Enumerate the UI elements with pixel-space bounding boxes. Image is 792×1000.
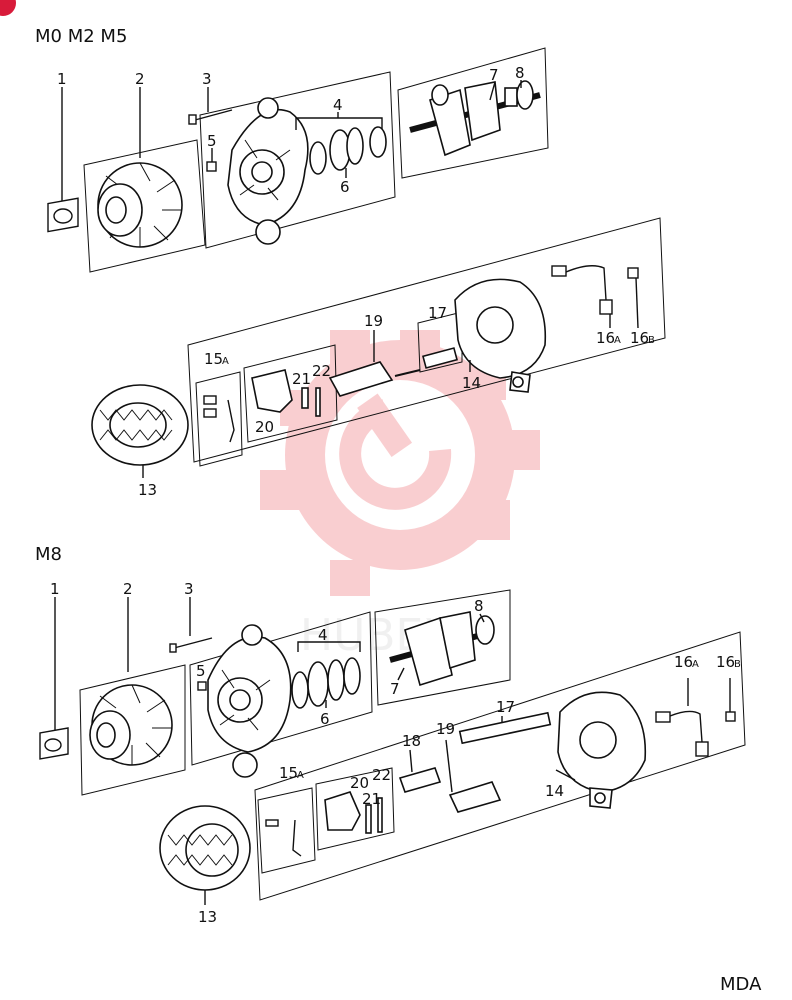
lower-leader-14 — [555, 769, 576, 781]
lower-label-16a: 16 — [674, 653, 693, 671]
upper-label-16b: 16 — [630, 329, 649, 347]
lower-label-4: 4 — [318, 626, 328, 644]
lower-part-20-brush-holder — [324, 791, 383, 834]
upper-label-22: 22 — [312, 362, 331, 380]
lower-label-7: 7 — [390, 680, 400, 698]
lower-leader-8 — [479, 613, 485, 623]
lower-label-5: 5 — [196, 662, 206, 680]
upper-label-5: 5 — [207, 132, 217, 150]
upper-front-housing — [227, 97, 309, 245]
lower-front-housing — [207, 624, 292, 778]
lower-part-17-plate — [458, 711, 552, 745]
upper-part-13-stator — [91, 384, 189, 466]
upper-label-16a: 16 — [596, 329, 615, 347]
lower-label-21: 21 — [362, 790, 381, 808]
lower-label-15-sub: A — [297, 770, 304, 781]
corner-badge — [0, 0, 16, 16]
upper-part-15a-screws — [203, 395, 235, 443]
lower-part-14-rear-housing — [557, 691, 647, 809]
upper-part-20-brush-holder — [251, 369, 321, 417]
upper-panels — [83, 47, 666, 467]
lower-label-6: 6 — [320, 710, 330, 728]
upper-label-17: 17 — [428, 304, 447, 322]
upper-part-3-bolt — [188, 87, 233, 125]
upper-label-14: 14 — [462, 374, 481, 392]
lower-label-16b: 16 — [716, 653, 735, 671]
diagram-code: MDA — [720, 974, 762, 995]
upper-label-16b-sub: B — [648, 335, 655, 346]
lower-label-8: 8 — [474, 597, 484, 615]
upper-label-15-sub: A — [222, 356, 229, 367]
lower-label-19: 19 — [436, 720, 455, 738]
lower-label-20: 20 — [350, 774, 369, 792]
lower-panels — [79, 589, 746, 901]
upper-label-3: 3 — [202, 70, 212, 88]
lower-label-13: 13 — [198, 908, 217, 926]
upper-label-2: 2 — [135, 70, 145, 88]
lower-part-15a-parts — [265, 819, 302, 857]
upper-label-7: 7 — [489, 66, 499, 84]
upper-part-14-rear-housing — [454, 278, 547, 393]
lower-label-18: 18 — [402, 732, 421, 750]
upper-label-4: 4 — [333, 96, 343, 114]
lower-part-18-terminal — [398, 767, 442, 793]
upper-part-1-spacer — [47, 87, 79, 233]
lower-part-5-screw — [197, 681, 207, 691]
upper-label-13: 13 — [138, 481, 157, 499]
lower-label-16b-sub: B — [734, 659, 741, 670]
upper-label-16a-sub: A — [614, 335, 621, 346]
lower-label-3: 3 — [184, 580, 194, 598]
lower-label-14: 14 — [545, 782, 564, 800]
upper-part-4-6-bearing — [295, 112, 387, 178]
upper-rotor — [409, 80, 541, 157]
upper-label-8: 8 — [515, 64, 525, 82]
upper-part-16-wire — [551, 265, 639, 329]
section-title-upper: M0 M2 M5 — [35, 26, 127, 47]
upper-part-17-plate — [422, 347, 458, 369]
lower-leader-19 — [445, 739, 453, 793]
lower-part-3-bolt — [169, 597, 213, 653]
lower-leader-7 — [397, 667, 405, 681]
lower-part-1-spacer — [39, 597, 69, 760]
lower-rotor — [389, 611, 495, 687]
upper-label-21: 21 — [292, 370, 311, 388]
lower-label-15: 15 — [279, 764, 298, 782]
lower-label-2: 2 — [123, 580, 133, 598]
upper-part-5-screw — [206, 148, 217, 172]
lower-part-2-pulley — [89, 597, 173, 766]
upper-label-1: 1 — [57, 70, 67, 88]
lower-labels: 1 2 3 4 5 6 7 8 13 14 15 A 16 A 16 B 17 … — [50, 580, 741, 926]
upper-label-19: 19 — [364, 312, 383, 330]
lower-part-19-regulator — [448, 781, 502, 813]
upper-labels: 1 2 3 4 5 6 7 8 13 14 15 A 16 A 16 B 17 … — [57, 64, 655, 499]
upper-label-15: 15 — [204, 350, 223, 368]
lower-part-4-6-bearing — [291, 641, 361, 709]
lower-part-16-wire — [655, 678, 736, 757]
lower-label-22: 22 — [372, 766, 391, 784]
upper-label-20: 20 — [255, 418, 274, 436]
upper-leader-7 — [489, 81, 496, 101]
upper-part-19-regulator — [328, 361, 421, 397]
lower-label-1: 1 — [50, 580, 60, 598]
upper-part-2-pulley — [97, 87, 183, 248]
section-title-lower: M8 — [35, 544, 62, 565]
lower-label-17: 17 — [496, 698, 515, 716]
lower-part-13-stator — [159, 805, 251, 891]
lower-label-16a-sub: A — [692, 659, 699, 670]
lower-leader-18 — [409, 749, 413, 773]
upper-label-6: 6 — [340, 178, 350, 196]
